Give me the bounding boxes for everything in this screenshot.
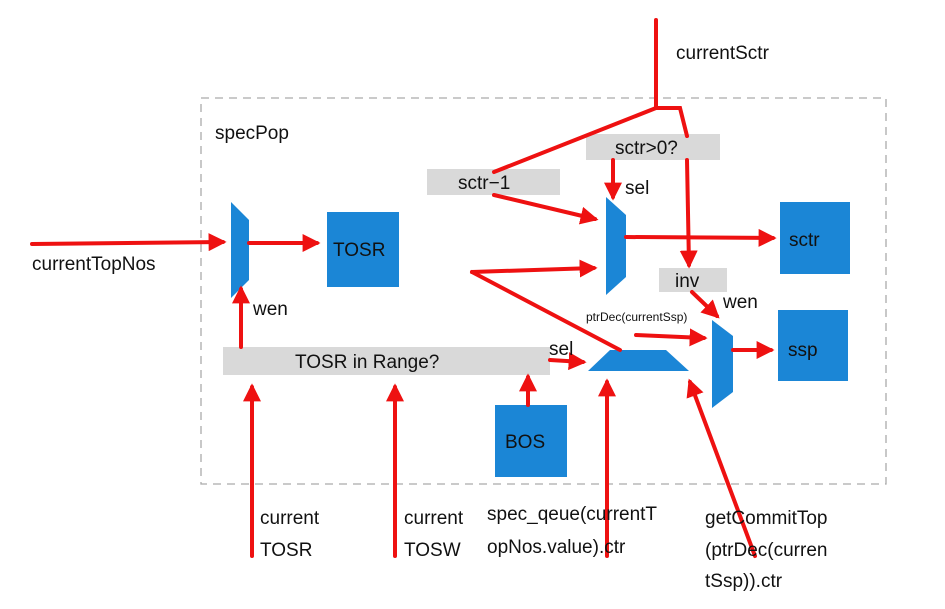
wire-cond-to-inv xyxy=(679,158,698,269)
wire-ptrdec xyxy=(634,328,708,347)
wire-sctr-mux-out xyxy=(624,228,777,247)
bos-block xyxy=(495,405,567,477)
wire-commit-top xyxy=(686,378,757,558)
ssp-block-label: ssp xyxy=(788,340,818,361)
commit-top-label-line3: tSsp)).ctr xyxy=(705,571,783,592)
wire-feedback-to-sctr-mux xyxy=(470,259,598,278)
ssp-mux xyxy=(712,320,733,408)
sctr-gt-zero-label: sctr>0? xyxy=(615,138,678,159)
current-tosw-label-line2: TOSW xyxy=(404,540,461,561)
tosr-block-label: TOSR xyxy=(333,240,385,261)
wire-range-sel xyxy=(548,352,587,371)
tosr-in-range-label: TOSR in Range? xyxy=(295,352,439,373)
ssp-select-mux xyxy=(588,350,689,371)
sel-sctr-label: sel xyxy=(625,178,649,199)
tosr-block xyxy=(327,212,399,287)
spec-qeue-label-line2: opNos.value).ctr xyxy=(487,537,626,558)
tosr-in-range-box xyxy=(223,347,550,375)
wire-minus-one-to-mux xyxy=(492,193,599,225)
commit-top-label-line1: getCommitTop xyxy=(705,508,828,529)
current-tosr-label-line1: current xyxy=(260,508,320,529)
ptrdec-label: ptrDec(currentSsp) xyxy=(586,310,687,324)
current-top-nos-label: currentTopNos xyxy=(32,254,156,275)
inv-label: inv xyxy=(675,271,700,292)
wen-ssp-label: wen xyxy=(722,292,758,313)
sctr-block xyxy=(780,202,850,274)
wire-sctr-to-minus-one xyxy=(492,106,658,174)
current-sctr-label: currentSctr xyxy=(676,43,770,64)
ssp-block xyxy=(778,310,848,381)
specpop-region xyxy=(200,97,887,485)
inv-box xyxy=(659,268,727,292)
sctr-gt-zero-box xyxy=(586,134,720,160)
sctr-minus-one-label: sctr−1 xyxy=(458,173,510,194)
tosr-mux xyxy=(231,202,249,298)
sctr-mux xyxy=(606,197,626,295)
sctr-block-label: sctr xyxy=(789,230,820,251)
wire-sctr-to-cond xyxy=(654,106,689,138)
current-tosr-label-line2: TOSR xyxy=(260,540,312,561)
wire-feedback-to-select xyxy=(470,270,622,352)
wen-tosr-label: wen xyxy=(252,299,288,320)
bos-block-label: BOS xyxy=(505,432,545,453)
specpop-label: specPop xyxy=(215,123,289,144)
wire-top-nos-in xyxy=(30,233,227,252)
current-tosw-label-line1: current xyxy=(404,508,464,529)
spec-qeue-label-line1: spec_qeue(currentT xyxy=(487,504,657,525)
sel-select-label: sel xyxy=(549,339,573,360)
commit-top-label-line2: (ptrDec(curren xyxy=(705,540,827,561)
wire-inv-wen xyxy=(690,290,720,319)
